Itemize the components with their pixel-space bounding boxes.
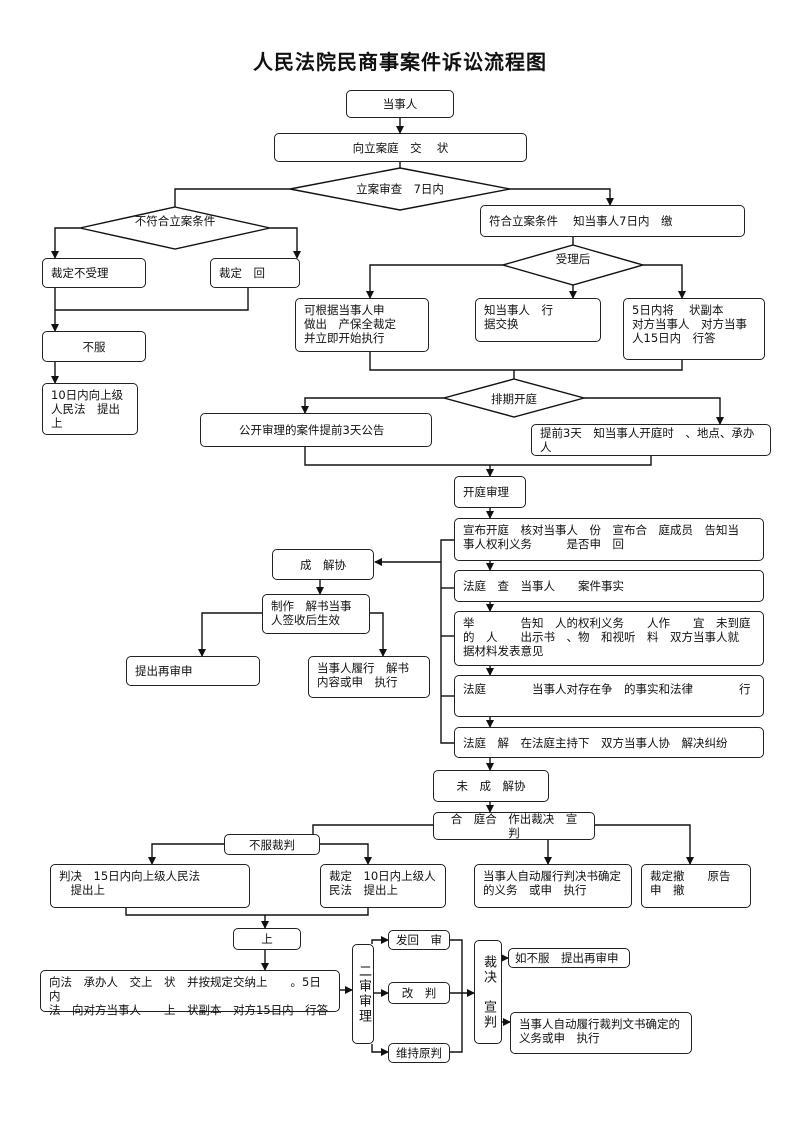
hearing-step-1: 宣布开庭 核对当事人 份 宣布合 庭成员 告知当 事人权利义务 是否申 回 [454,518,764,561]
schedule-diamond [441,378,587,418]
hearing-box: 开庭审理 [454,476,526,508]
public-notice-box: 公开审理的案件提前3天公告 [200,413,432,447]
retrial-box: 提出再审申 [126,656,260,686]
mediation-doc-box: 制作 解书当事 人签收后生效 [262,594,370,634]
disagree-box: 不服 [42,331,146,362]
notify-3days-box: 提前3天 知当事人开庭时 、地点、承办人 [531,424,771,456]
not-qualified-diamond [79,206,271,250]
ruling-appeal-box: 裁定 10日内上级人 民法 提出上 [320,864,446,908]
appeal-detail-box: 向法 承办人 交上 状 并按规定交纳上 。5日内 法 向对方当事人 上 状副本 … [40,970,340,1017]
second-instance-box: 二审审理 [352,944,374,1044]
final-perform-box: 当事人自动履行裁判文书确定的 义务或申 执行 [510,1012,692,1054]
review-label: 立案审查 7日内 [356,182,444,196]
final-disagree-box: 如不服 提出再审申 [508,948,630,968]
disagree-ruling-box: 不服裁判 [224,834,320,855]
judgment-box: 合 庭合 作出裁决 宣 判 [433,812,595,840]
ruling-return-box: 裁定 回 [210,258,300,288]
remand-box: 发回 审 [388,930,450,950]
hearing-step-3: 举 告知 人的权利义务 人作 宜 未到庭 的 人 出示书 、物 和视听 料 双方… [454,611,764,666]
hearing-step-2: 法庭 查 当事人 案件事实 [454,570,764,602]
preservation-box: 可根据当事人申 做出 产保全裁定 并立即开始执行 [295,298,429,352]
appeal-10d-box: 10日内向上级 人民法 提出 上 [42,383,138,435]
evidence-box: 知当事人 行 据交换 [475,298,601,342]
accepted-label: 受理后 [555,252,591,266]
mediation-success-box: 成 解协 [272,549,374,580]
qualified-box: 符合立案条件 知当事人7日内 缴 [480,205,745,237]
file-suit-box: 向立案庭 交 状 [274,133,527,162]
perform-mediation-box: 当事人履行 解书 内容或申 执行 [308,656,430,698]
judgment-appeal-box: 判决 15日内向上级人民法 提出上 [50,864,250,908]
uphold-box: 维持原判 [388,1043,450,1063]
hearing-step-4: 法庭 当事人对存在争 的事实和法律 行 [454,675,764,717]
not-qualified-label: 不符合立案条件 [134,214,216,228]
mediation-fail-box: 未 成 解协 [433,770,549,802]
withdraw-box: 裁定撤 原告 申 撤 [641,864,751,908]
perform-judgment-box: 当事人自动履行判决书确定 的义务 或申 执行 [474,864,632,908]
amend-box: 改 判 [388,982,450,1004]
serve-copy-box: 5日内将 状副本 对方当事人 对方当事 人15日内 行答 [623,298,765,360]
page-title: 人民法院民商事案件诉讼流程图 [253,50,547,74]
ruling-pronounce-box: 裁决 宣判 [474,940,502,1044]
ruling-reject-box: 裁定不受理 [42,258,146,288]
review-diamond [289,167,511,211]
schedule-label: 排期开庭 [491,392,537,406]
hearing-step-5: 法庭 解 在法庭主持下 双方当事人协 解决纠纷 [454,727,764,758]
appeal-up-box: 上 [233,928,301,950]
party-box: 当事人 [346,90,454,118]
